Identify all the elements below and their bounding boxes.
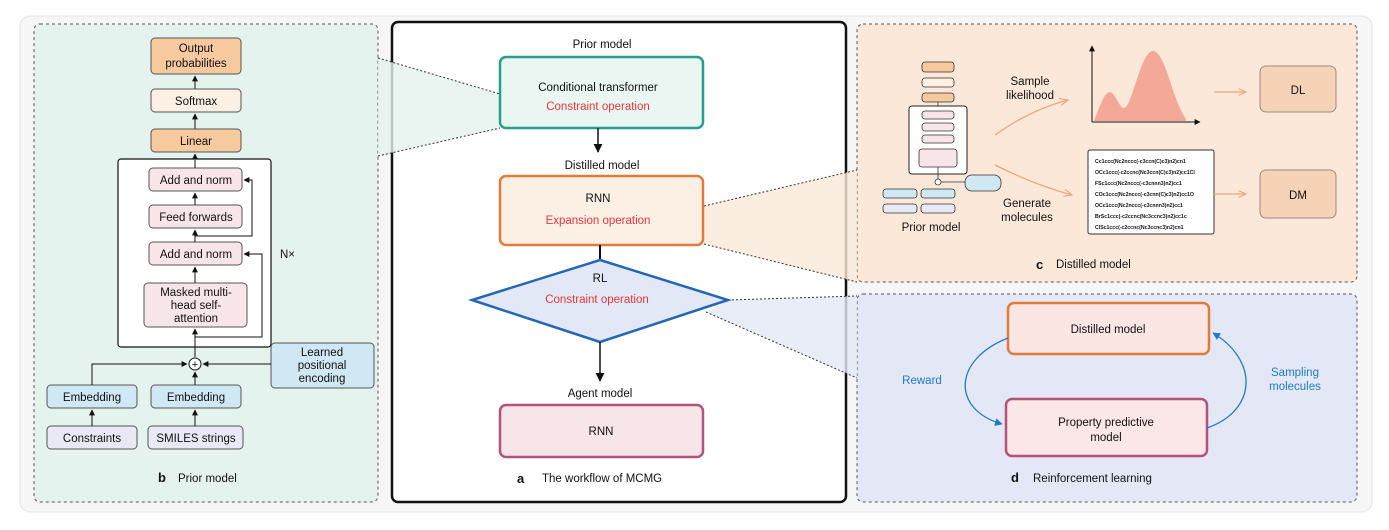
caption-d-letter: d: [1011, 470, 1019, 485]
feed-forward-label: Feed forwards: [159, 212, 233, 224]
linear-box: [150, 128, 242, 153]
sampling-line-1: Sampling: [1271, 367, 1319, 379]
add-norm-top-label: Add and norm: [160, 175, 232, 187]
prior-model-label: Prior model: [573, 39, 632, 51]
smiles-item-6: BrSc1ccc(-c2ccnc(Nc3ccnc3)n2)cc1c: [1095, 214, 1187, 220]
dl-label: DL: [1291, 85, 1306, 97]
reward-label: Reward: [902, 375, 942, 387]
distilled-model-d-box: [1006, 301, 1211, 356]
generate-line-2: molecules: [1001, 212, 1053, 224]
mini-transformer-icon: [882, 61, 1002, 214]
smiles-item-7: ClSc1ccc(-c2ccnc(Nc3ccnc3)n2)cn1: [1095, 225, 1184, 231]
positional-line-2: positional: [298, 360, 347, 372]
agent-rnn-box: [498, 403, 705, 459]
transformer-title: Conditional transformer: [538, 82, 658, 94]
sampling-line-2: molecules: [1269, 381, 1321, 393]
smiles-item-2: OCc1ccc(-c2ccnc(Nc3ccn(C)c3)n2)cc1Cl: [1095, 170, 1195, 176]
caption-a-letter: a: [517, 471, 525, 486]
smiles-item-1: Cc1ccc(Nc2nccc(-c3ccn(C)c3)n2)cn1: [1095, 159, 1186, 165]
rnn-op: Expansion operation: [546, 215, 651, 227]
caption-d: Reinforcement learning: [1033, 473, 1152, 485]
caption-b: Prior model: [178, 473, 237, 485]
zoom-band-c: [704, 170, 857, 282]
rnn-box: [498, 174, 705, 247]
dm-label: DM: [1289, 190, 1307, 202]
caption-c: Distilled model: [1056, 259, 1131, 271]
conditional-transformer-box: [498, 55, 705, 130]
constraints-label: Constraints: [63, 433, 121, 445]
zoom-band-b: [378, 58, 500, 156]
rl-title: RL: [593, 273, 608, 285]
rl-op: Constraint operation: [545, 294, 649, 306]
smiles-item-3: FSc1ccc(Nc2nccc(-c3cnnn3)n2)cc1: [1095, 181, 1182, 187]
output-line-2: probabilities: [165, 58, 227, 70]
agent-rnn: RNN: [589, 426, 614, 438]
add-norm-bottom-label: Add and norm: [160, 249, 232, 261]
likelihood-plot: [1089, 45, 1201, 125]
softmax-label: Softmax: [175, 96, 217, 108]
smiles-item-5: OCc1ccc(Nc2nccc(-c3cnnn3)n2)cc1: [1095, 203, 1183, 209]
positional-encoding-box: [270, 342, 375, 389]
masked-line-2: head self-: [171, 300, 222, 312]
property-line-2: model: [1090, 432, 1121, 444]
generate-line-1: Generate: [1003, 198, 1051, 210]
caption-b-letter: b: [158, 470, 166, 485]
embedding-right-box: [150, 384, 242, 409]
nx-label: N×: [280, 249, 295, 261]
property-line-1: Property predictive: [1058, 417, 1154, 429]
output-line-1: Output: [179, 43, 214, 55]
embedding-right-label: Embedding: [167, 392, 225, 404]
output-probabilities-box: [150, 37, 242, 75]
rnn-title: RNN: [586, 193, 611, 205]
prior-model-c-label: Prior model: [902, 222, 961, 234]
positional-line-3: encoding: [299, 373, 346, 385]
sample-line-2: likelihood: [1006, 90, 1054, 102]
positional-line-1: Learned: [301, 347, 343, 359]
add-node: [188, 357, 202, 371]
softmax-box: [150, 88, 242, 113]
zoom-band-d: [706, 296, 857, 378]
smiles-list-box: [1087, 149, 1215, 235]
caption-c-letter: c: [1036, 257, 1043, 272]
sample-line-1: Sample: [1011, 76, 1050, 88]
linear-label: Linear: [180, 136, 212, 148]
smiles-label: SMILES strings: [156, 433, 235, 445]
dl-box: [1259, 65, 1337, 113]
plus-label: +: [192, 359, 198, 371]
smiles-item-4: COc1ccc(Nc2nccc(-c3cnn(C)c3)n2)cc1O: [1095, 192, 1194, 198]
masked-line-3: attention: [174, 313, 218, 325]
agent-model-label: Agent model: [568, 388, 633, 400]
transformer-op: Constraint operation: [546, 101, 650, 113]
dm-box: [1259, 169, 1337, 219]
distilled-d-label: Distilled model: [1071, 324, 1146, 336]
embedding-left-label: Embedding: [63, 392, 121, 404]
distilled-model-label: Distilled model: [565, 160, 640, 172]
caption-a: The workflow of MCMG: [542, 473, 662, 485]
masked-line-1: Masked multi-: [160, 287, 232, 299]
